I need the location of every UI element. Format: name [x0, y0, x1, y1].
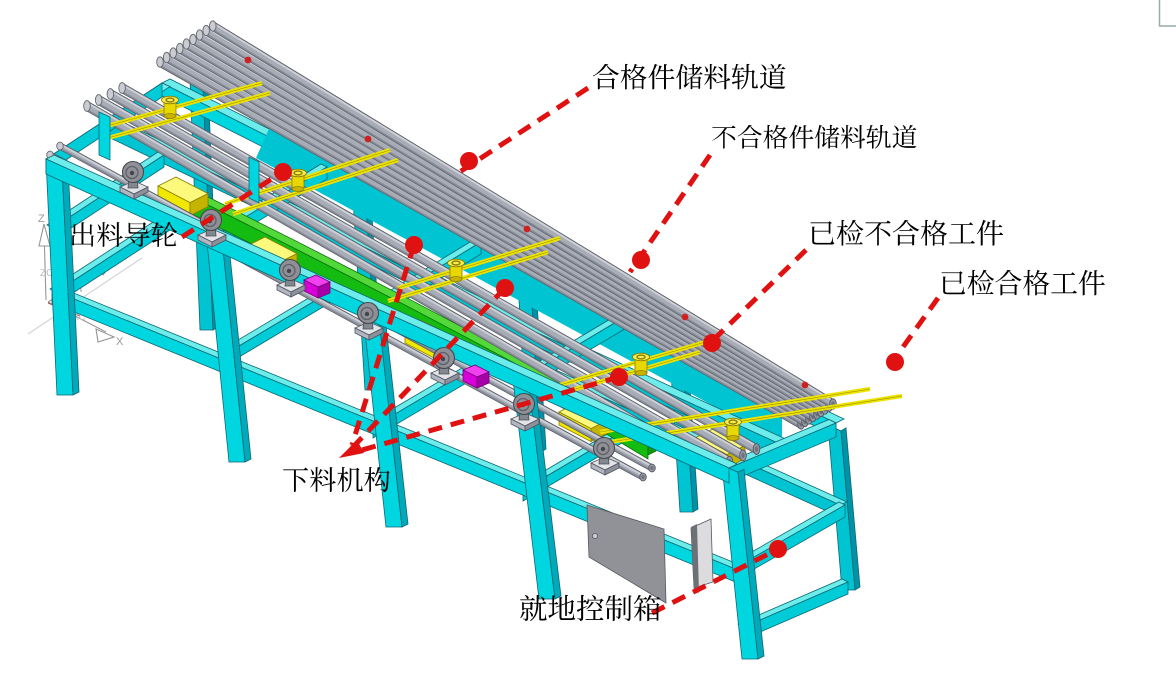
svg-text:XC: XC: [72, 312, 86, 323]
svg-text:X: X: [116, 336, 124, 348]
svg-text:ZC: ZC: [40, 268, 53, 279]
svg-text:Z: Z: [38, 213, 45, 225]
